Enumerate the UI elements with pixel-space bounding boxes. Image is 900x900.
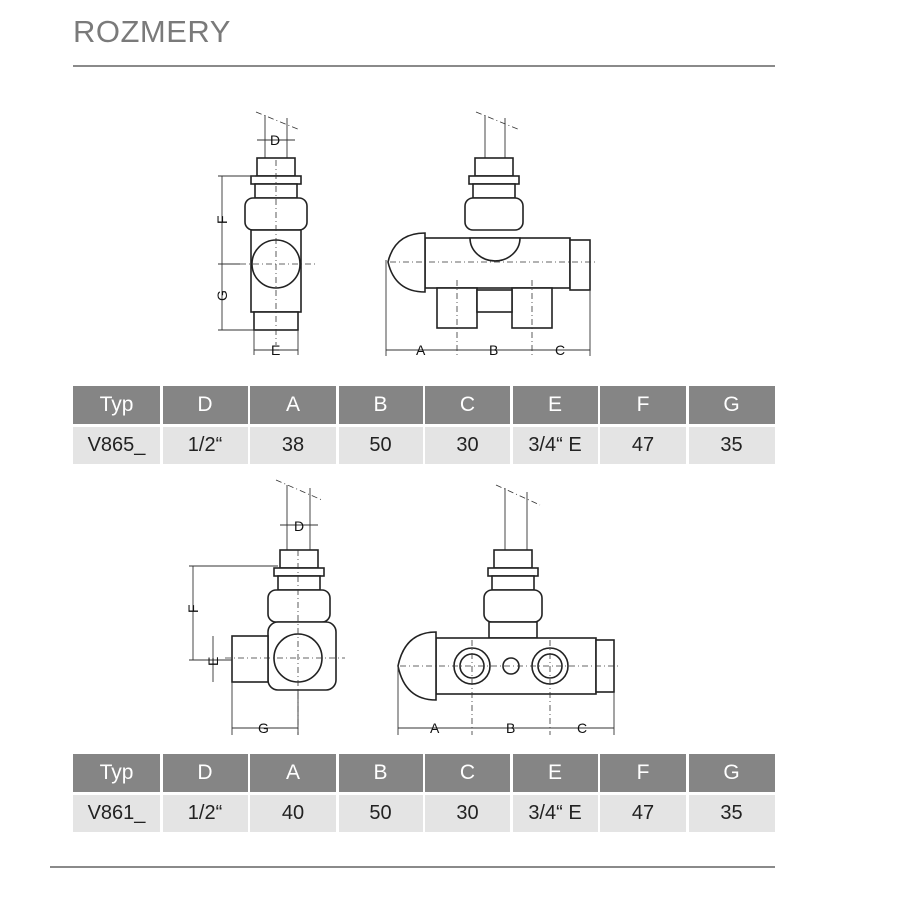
data-cell: 50 <box>338 427 423 464</box>
top-divider <box>73 65 775 67</box>
page-title: ROZMERY <box>73 14 231 49</box>
bottom-divider <box>50 866 775 868</box>
header-cell: E <box>512 386 598 424</box>
v865-side-view: D F G E <box>214 111 315 358</box>
header-cell: D <box>162 386 248 424</box>
header-cell: D <box>162 754 248 792</box>
header-cell: C <box>425 754 510 792</box>
dim-label-c-2: C <box>577 720 587 736</box>
data-cell: 3/4“ E <box>512 795 598 832</box>
data-cell: 30 <box>425 427 510 464</box>
dim-label-f: F <box>214 215 230 224</box>
header-cell: A <box>250 386 336 424</box>
dim-label-e-2: E <box>205 657 221 666</box>
header-cell: C <box>425 386 510 424</box>
data-cell: 1/2“ <box>162 427 248 464</box>
data-cell: 50 <box>338 795 423 832</box>
dim-label-d: D <box>270 132 280 148</box>
dim-label-b: B <box>489 342 498 358</box>
header-cell: G <box>688 386 775 424</box>
data-cell: 35 <box>688 427 775 464</box>
dim-label-a: A <box>416 342 426 358</box>
v865-front-view: A B C <box>385 111 595 358</box>
data-cell: 40 <box>250 795 336 832</box>
header-cell: E <box>512 754 598 792</box>
data-cell: 1/2“ <box>162 795 248 832</box>
dim-label-b-2: B <box>506 720 515 736</box>
header-cell: G <box>688 754 775 792</box>
data-cell: 30 <box>425 795 510 832</box>
dim-label-c: C <box>555 342 565 358</box>
v861-side-view: D F E G <box>185 479 345 736</box>
dim-label-d-2: D <box>294 518 304 534</box>
v861-front-view: A B C <box>397 484 618 736</box>
data-cell: 3/4“ E <box>512 427 598 464</box>
header-cell: B <box>338 386 423 424</box>
header-cell: F <box>600 386 686 424</box>
dim-label-g: G <box>214 290 230 301</box>
data-cell: V865_ <box>73 427 160 464</box>
dim-label-a-2: A <box>430 720 440 736</box>
dimensions-table-v865: Typ D A B C E F G V865_ 1/2“ 38 50 30 3/… <box>73 386 775 464</box>
data-cell: 35 <box>688 795 775 832</box>
header-cell: Typ <box>73 754 160 792</box>
header-cell: A <box>250 754 336 792</box>
data-cell: 47 <box>600 795 686 832</box>
dim-label-g-2: G <box>258 720 269 736</box>
data-cell: V861_ <box>73 795 160 832</box>
header-cell: B <box>338 754 423 792</box>
dimensions-table-v861: Typ D A B C E F G V861_ 1/2“ 40 50 30 3/… <box>73 754 775 832</box>
data-cell: 38 <box>250 427 336 464</box>
header-cell: Typ <box>73 386 160 424</box>
header-cell: F <box>600 754 686 792</box>
data-cell: 47 <box>600 427 686 464</box>
dim-label-e: E <box>271 342 280 358</box>
dim-label-f-2: F <box>185 604 201 613</box>
